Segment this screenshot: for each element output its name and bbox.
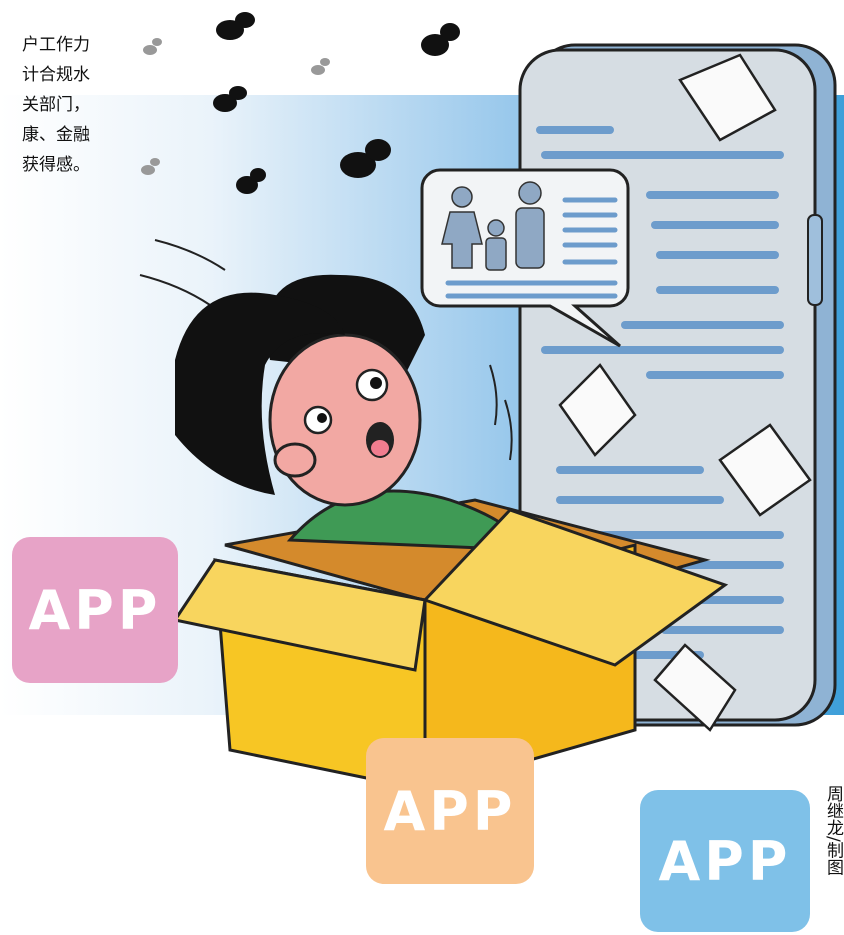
family-icon bbox=[441, 181, 545, 271]
box bbox=[172, 274, 729, 792]
app-label: APP bbox=[28, 578, 162, 642]
app-label: APP bbox=[658, 829, 792, 893]
app-tile-pink: APP bbox=[12, 537, 178, 683]
family-bubble bbox=[420, 168, 630, 348]
caption-line: 康、金融 bbox=[22, 125, 90, 145]
app-tile-blue: APP bbox=[640, 790, 810, 932]
caption-line: 计合规水 bbox=[22, 65, 90, 85]
paper-icon bbox=[558, 53, 812, 732]
article-caption: 户工作力 计合规水 关部门， 康、金融 获得感。 bbox=[0, 30, 90, 180]
app-label: APP bbox=[383, 779, 517, 843]
illustration-credit: 周继龙/制图 bbox=[823, 785, 843, 876]
person bbox=[175, 274, 533, 552]
caption-line: 户工作力 bbox=[22, 35, 90, 55]
caption-line: 关部门， bbox=[22, 95, 90, 115]
eyes-icon bbox=[141, 12, 460, 194]
caption-line: 获得感。 bbox=[22, 155, 90, 175]
app-tile-orange: APP bbox=[366, 738, 534, 884]
